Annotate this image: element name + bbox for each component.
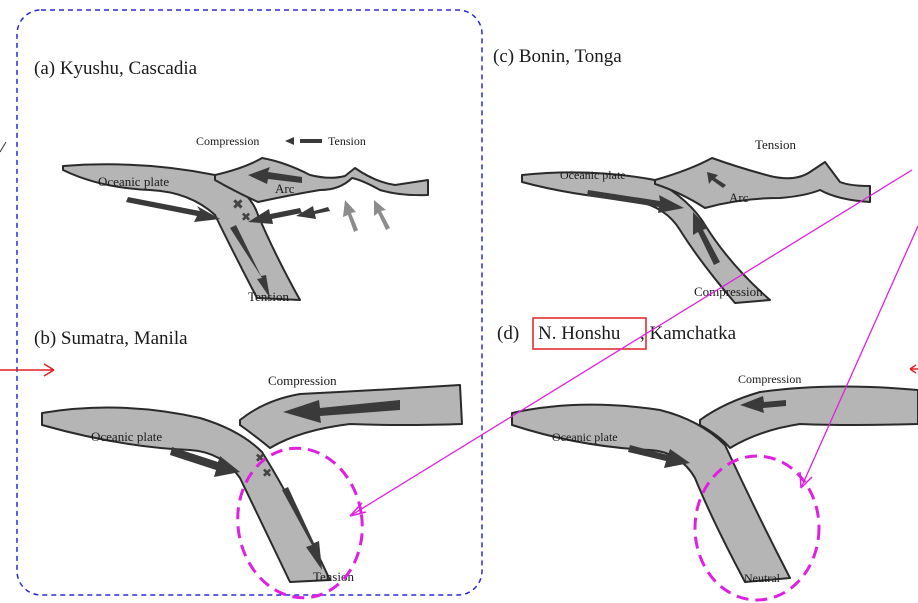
- pointer-line-to-d: [800, 225, 918, 489]
- pointer-line-to-b: [349, 169, 913, 517]
- panel-b-overriding-plate: [239, 384, 463, 449]
- pointer-head-to-d: [799, 471, 813, 489]
- panel-b-plate-label: Oceanic plate: [91, 429, 162, 444]
- panel-d-plate-arrow: [628, 445, 690, 468]
- red-pointer-right-head: [909, 364, 917, 374]
- panel-d-plate-label: Oceanic plate: [552, 430, 618, 444]
- panel-c-compression-bottom-label: Compression: [694, 284, 763, 299]
- panel-b-title: (b) Sumatra, Manila: [34, 328, 188, 349]
- panel-b-plate-arrow: [170, 447, 240, 477]
- panel-a-tension-top-label: Tension: [328, 134, 366, 148]
- panel-a-arc-label: Arc: [275, 181, 295, 196]
- pointer-head-to-b: [349, 502, 367, 517]
- panel-d-title-suffix: , Kamchatka: [640, 323, 737, 344]
- panel-c-plate-arrow: [587, 190, 684, 213]
- panel-b-slab-arrow: [282, 487, 322, 570]
- panel-a-slab-arrow: [230, 225, 270, 298]
- panel-c-title: (c) Bonin, Tonga: [493, 46, 622, 67]
- panel-d-title-highlight: N. Honshu: [538, 323, 621, 344]
- panel-d-neutral-bottom-label: Neutral: [744, 571, 781, 585]
- panel-a-top-stress-arrow: [285, 137, 322, 145]
- panel-a: (a) Kyushu, Cascadia Compression Tension…: [34, 58, 429, 304]
- panel-a-plate-label: Oceanic plate: [98, 174, 169, 189]
- panel-a-title: (a) Kyushu, Cascadia: [34, 58, 198, 79]
- panel-d-overriding-arrow: [740, 396, 786, 413]
- ellipse-panel-d: [693, 454, 821, 602]
- dashed-group-box: [16, 9, 483, 596]
- panel-c-arc-label: Arc: [729, 190, 749, 205]
- panel-a-light-arrow-1: [343, 200, 358, 232]
- panel-c-arc-small-arrow: [707, 172, 726, 188]
- panel-c: (c) Bonin, Tonga Tension Oceanic plate A…: [493, 46, 871, 304]
- panel-b-compression-label: Compression: [268, 373, 337, 388]
- panel-b-x-mark-2: ✖: [262, 466, 272, 480]
- panel-d-compression-label: Compression: [738, 372, 801, 386]
- panel-a-tension-bottom-label: Tension: [248, 289, 289, 304]
- panel-a-light-arrow-2: [374, 200, 390, 230]
- panel-a-compression-label: Compression: [196, 134, 259, 148]
- edge-mark-left: [0, 141, 7, 153]
- panel-d-overriding-plate: [699, 385, 918, 449]
- panel-b: (b) Sumatra, Manila Compression Oceanic …: [34, 328, 463, 584]
- ellipse-panel-b: [236, 446, 364, 600]
- panel-b-x-mark-1: ✖: [255, 451, 265, 465]
- panel-a-arc-plate: [214, 157, 429, 203]
- panel-a-oceanic-slab: [62, 163, 301, 301]
- panel-b-overriding-arrow: [283, 400, 400, 423]
- panel-a-backarc-arrow-1: [248, 208, 302, 224]
- panel-b-tension-bottom-label: Tension: [313, 569, 354, 584]
- panel-d-title-prefix: (d): [497, 323, 519, 344]
- panel-a-backarc-arrow-2: [296, 206, 330, 219]
- panel-c-arc-plate: [654, 157, 871, 209]
- panel-a-arc-arrow: [248, 167, 302, 184]
- panel-a-plate-arrow: [126, 197, 220, 222]
- red-pointer-left-head: [43, 363, 55, 377]
- panel-c-tension-top-label: Tension: [755, 137, 796, 152]
- panel-a-x-mark-1: ✖: [232, 197, 244, 213]
- panel-c-slab-arrow-up: [693, 212, 720, 265]
- panel-d: (d) N. Honshu , Kamchatka Compression Oc…: [497, 317, 918, 585]
- panel-a-x-mark-2: ✖: [241, 210, 251, 224]
- panel-c-plate-label: Oceanic plate: [560, 168, 626, 182]
